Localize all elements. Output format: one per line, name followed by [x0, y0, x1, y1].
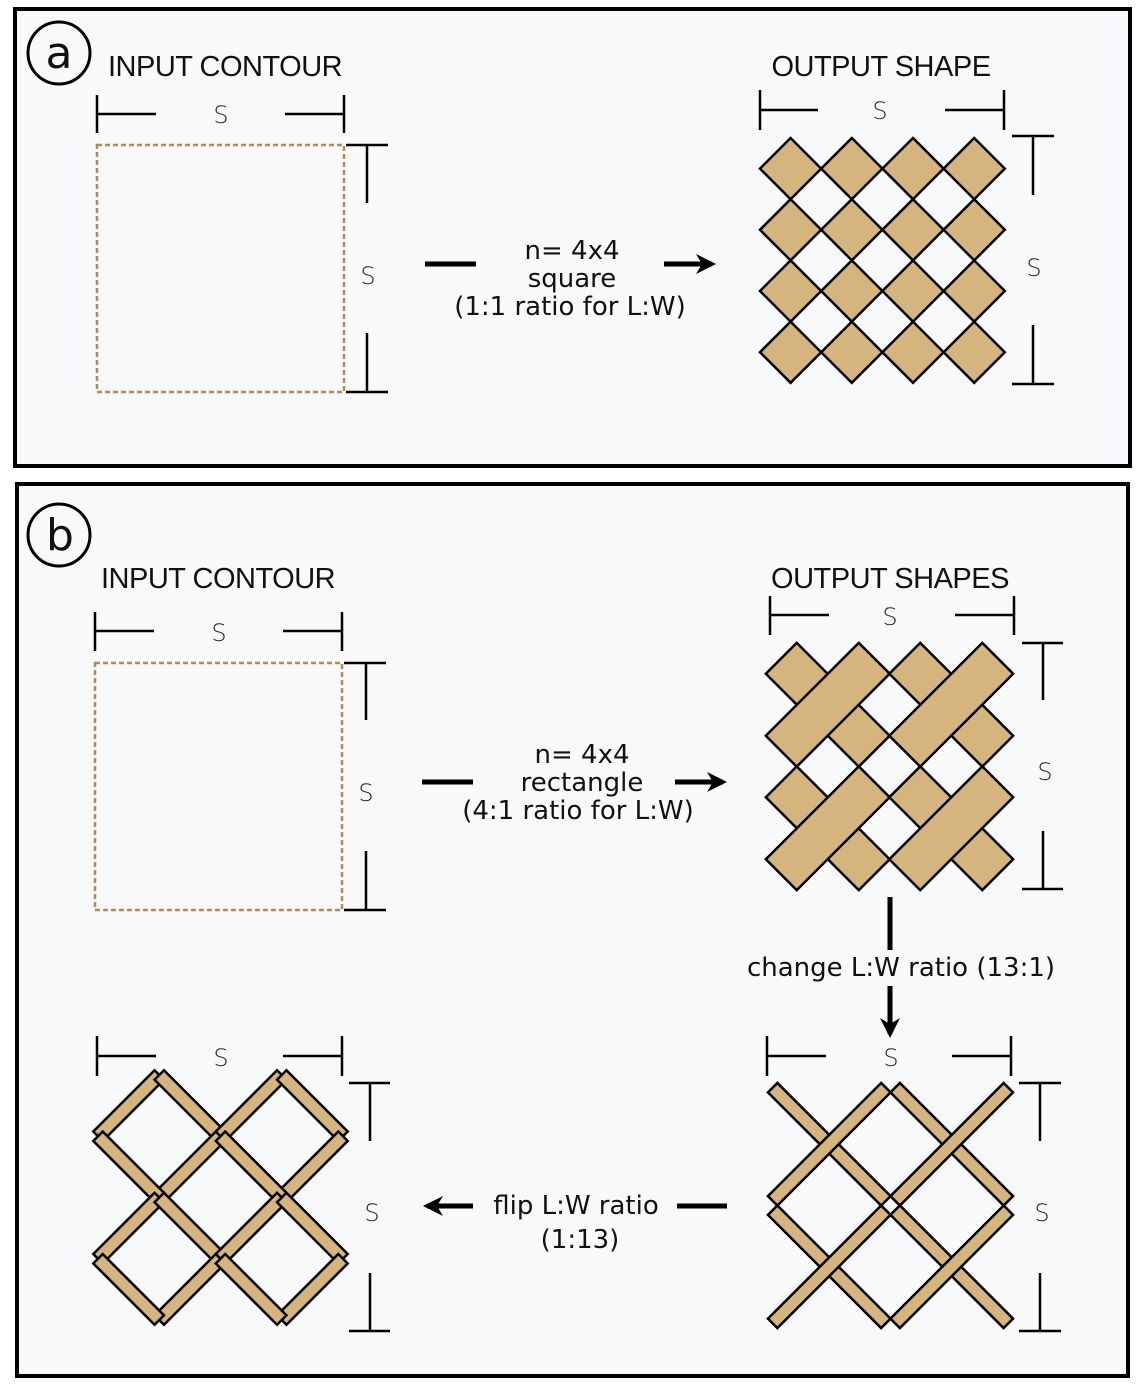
output-shape-title: OUTPUT SHAPE	[771, 51, 990, 83]
input-width-dimension	[95, 95, 346, 133]
flip-label: flip L:W ratio	[493, 1191, 659, 1221]
input-width-dimension	[93, 612, 344, 651]
process-shape: square	[528, 264, 617, 294]
input-contour-title: INPUT CONTOUR	[101, 563, 335, 595]
lattice-strip	[214, 1191, 289, 1266]
lattice-strip	[91, 1252, 166, 1327]
badge-circle	[26, 20, 92, 86]
output3-width-label: S	[213, 1044, 228, 1072]
lattice-strip	[275, 1068, 350, 1143]
square-tile	[941, 319, 1007, 385]
lattice-strip	[91, 1068, 166, 1143]
output-4to1-lattice	[764, 641, 1015, 892]
lattice-strip	[888, 1203, 1015, 1330]
output2-width-label: S	[883, 1044, 898, 1072]
lattice-strip	[275, 1191, 350, 1266]
output-height-label: S	[1037, 758, 1052, 786]
badge-circle	[26, 502, 92, 568]
square-tile	[819, 319, 885, 385]
lattice-strip	[275, 1252, 350, 1327]
panel-a-border	[13, 7, 1132, 468]
output3-width-dimension	[95, 1036, 344, 1076]
output-width-label: S	[872, 97, 887, 125]
output-square-tiles	[758, 136, 1007, 385]
lattice-strip	[766, 1203, 893, 1330]
output3-height-label: S	[364, 1199, 379, 1227]
input-contour-square	[95, 143, 346, 394]
process-n: n= 4x4	[525, 236, 620, 266]
output-height-dimension	[1012, 134, 1054, 386]
panel-a-badge: a	[26, 20, 92, 86]
lattice-strip	[214, 1252, 289, 1327]
flip-ratio: (1:13)	[541, 1225, 620, 1255]
output2-height-dimension	[1019, 1081, 1061, 1333]
process-ratio: (1:1 ratio for L:W)	[454, 292, 686, 322]
input-contour-title: INPUT CONTOUR	[108, 51, 342, 83]
input-height-label: S	[360, 262, 375, 290]
input-height-dimension	[344, 661, 386, 912]
lattice-strip	[887, 764, 1015, 892]
panel-b-border	[15, 482, 1130, 1378]
panel-b-badge: b	[26, 502, 92, 568]
output2-width-dimension	[765, 1036, 1013, 1076]
input-width-label: S	[211, 619, 226, 647]
input-height-label: S	[358, 779, 373, 807]
output3-height-dimension	[349, 1081, 390, 1333]
change-ratio-label: change L:W ratio (13:1)	[747, 953, 1055, 983]
badge-letter: a	[46, 28, 73, 79]
square-tile	[880, 319, 946, 385]
output-width-dimension	[758, 90, 1006, 130]
output-1to13-lattice	[91, 1068, 350, 1327]
panel-a: a INPUT CONTOUR S S n= 4x4 square (1:1 r…	[13, 7, 1132, 468]
square-tile	[758, 319, 823, 385]
input-contour-square	[93, 661, 344, 912]
lattice-strip	[91, 1191, 166, 1266]
output-height-dimension	[1022, 641, 1063, 891]
panel-b: b INPUT CONTOUR S S n= 4x4 rectangle (4:…	[15, 482, 1130, 1378]
badge-letter: b	[46, 510, 74, 561]
lattice-strip	[214, 1068, 289, 1143]
process-shape: rectangle	[521, 768, 644, 798]
process-ratio: (4:1 ratio for L:W)	[462, 796, 694, 826]
output2-height-label: S	[1034, 1199, 1049, 1227]
lattice-strip	[764, 764, 892, 892]
output-13to1-lattice	[766, 1081, 1015, 1330]
output-width-label: S	[882, 603, 897, 631]
input-width-label: S	[213, 101, 228, 129]
output-shapes-title: OUTPUT SHAPES	[771, 563, 1009, 595]
input-height-dimension	[346, 143, 388, 394]
output-height-label: S	[1026, 254, 1041, 282]
output-width-dimension	[768, 596, 1016, 635]
process-n: n= 4x4	[535, 740, 630, 770]
